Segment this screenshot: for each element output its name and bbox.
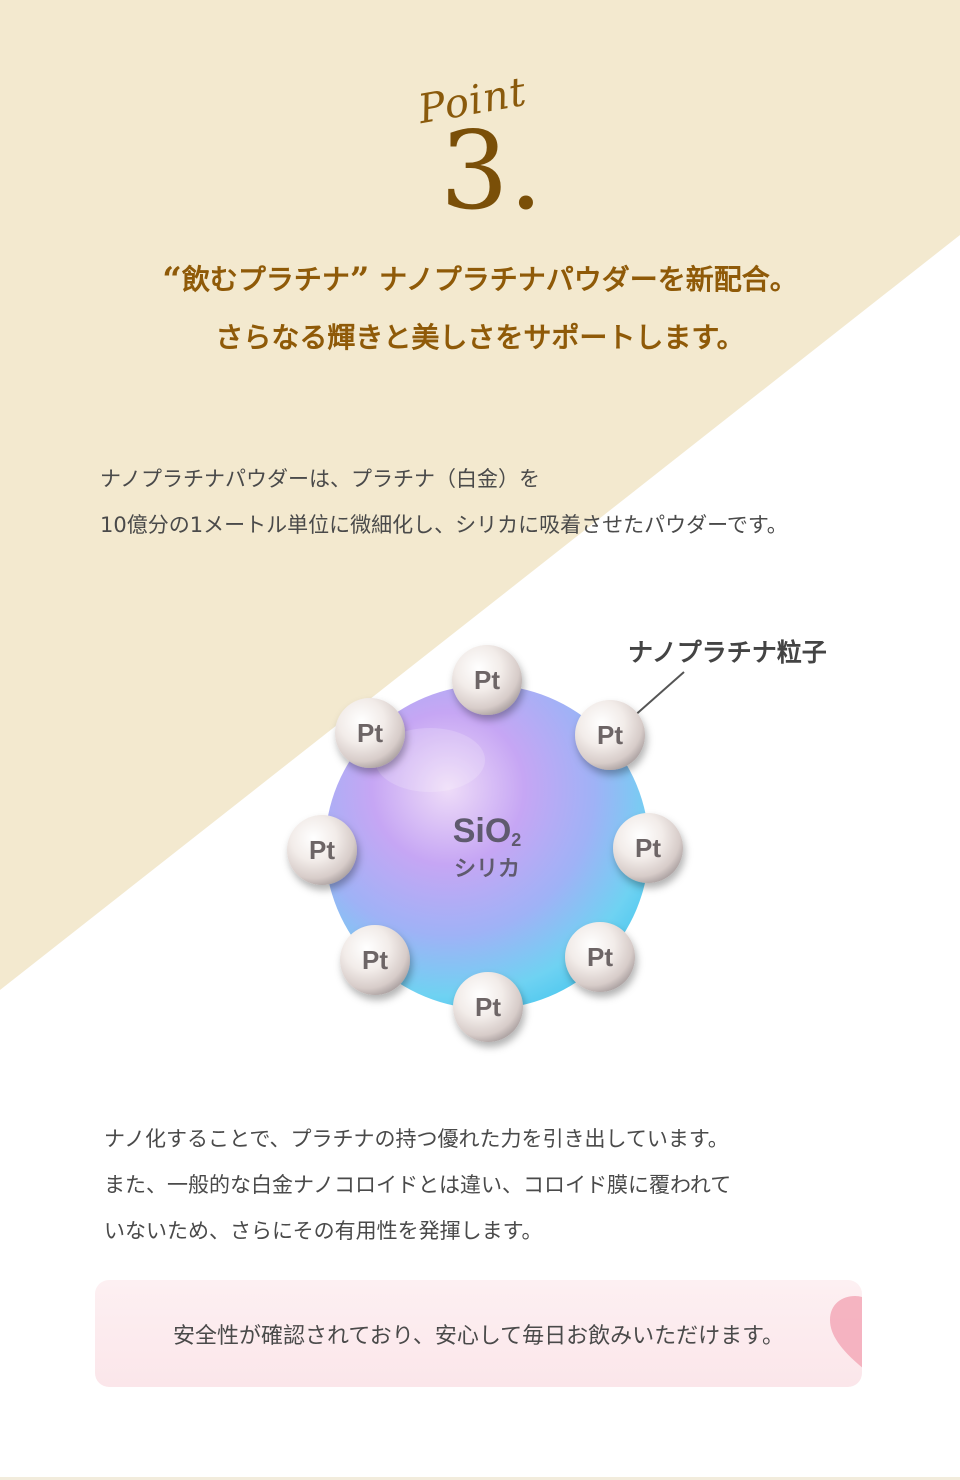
pt-particle: Pt [613,813,683,883]
pt-label: Pt [635,833,661,863]
pt-pearl [287,815,357,885]
headline-line-1-rest: ナノプラチナパウダーを新配合。 [379,263,798,296]
description-paragraph: ナノ化することで、プラチナの持つ優れた力を引き出しています。 また、一般的な白金… [104,1116,731,1254]
silica-core [325,685,649,1009]
safety-note-text: 安全性が確認されており、安心して毎日お飲みいただけます。 [173,1324,784,1349]
pt-label: Pt [357,718,383,748]
intro-line-1: ナノプラチナパウダーは、プラチナ（白金）を [100,467,540,491]
pt-particle: Pt [287,815,357,885]
core-formula: SiO2 [453,812,522,850]
callout-leader-line [631,671,685,719]
heart-icon [830,1296,862,1368]
intro-line-2: 10億分の1メートル単位に微細化し、シリカに吸着させたパウダーです。 [100,513,788,537]
description-line-1: ナノ化することで、プラチナの持つ優れた力を引き出しています。 [104,1127,729,1151]
quote-open: “ [162,260,182,300]
intro-paragraph: ナノプラチナパウダーは、プラチナ（白金）を 10億分の1メートル単位に微細化し、… [100,456,788,548]
callout-label: ナノプラチナ粒子 [628,638,827,667]
headline-line-1: “飲むプラチナ” ナノプラチナパウダーを新配合。 [0,258,960,300]
pt-label: Pt [362,945,388,975]
pt-pearl [565,922,635,992]
point-number: 3. [440,109,544,234]
pt-particle: Pt [340,925,410,995]
pt-particle: Pt [453,972,523,1042]
pt-label: Pt [475,992,501,1022]
safety-note-box: 安全性が確認されており、安心して毎日お飲みいただけます。 [95,1280,862,1387]
pt-label: Pt [597,720,623,750]
pt-pearl [335,698,405,768]
pt-pearl [452,645,522,715]
description-line-3: いないため、さらにその有用性を発揮します。 [104,1219,543,1243]
quote-close: ” [349,260,370,300]
pt-label: Pt [309,835,335,865]
pt-pearl [453,972,523,1042]
pt-label: Pt [474,665,500,695]
headline-line-2: さらなる輝きと美しさをサポートします。 [215,321,745,354]
headline-quoted-text: 飲むプラチナ [181,263,350,296]
pt-pearl [575,700,645,770]
pt-particle: Pt [452,645,522,715]
core-name: シリカ [454,857,520,882]
pt-pearl [613,813,683,883]
pt-pearl [340,925,410,995]
bottom-divider [0,1477,960,1480]
pt-label: Pt [587,942,613,972]
pt-particle: Pt [335,698,405,768]
description-line-2: また、一般的な白金ナノコロイドとは違い、コロイド膜に覆われて [104,1173,732,1197]
pt-particle: Pt [575,700,645,770]
pt-particle: Pt [565,922,635,992]
